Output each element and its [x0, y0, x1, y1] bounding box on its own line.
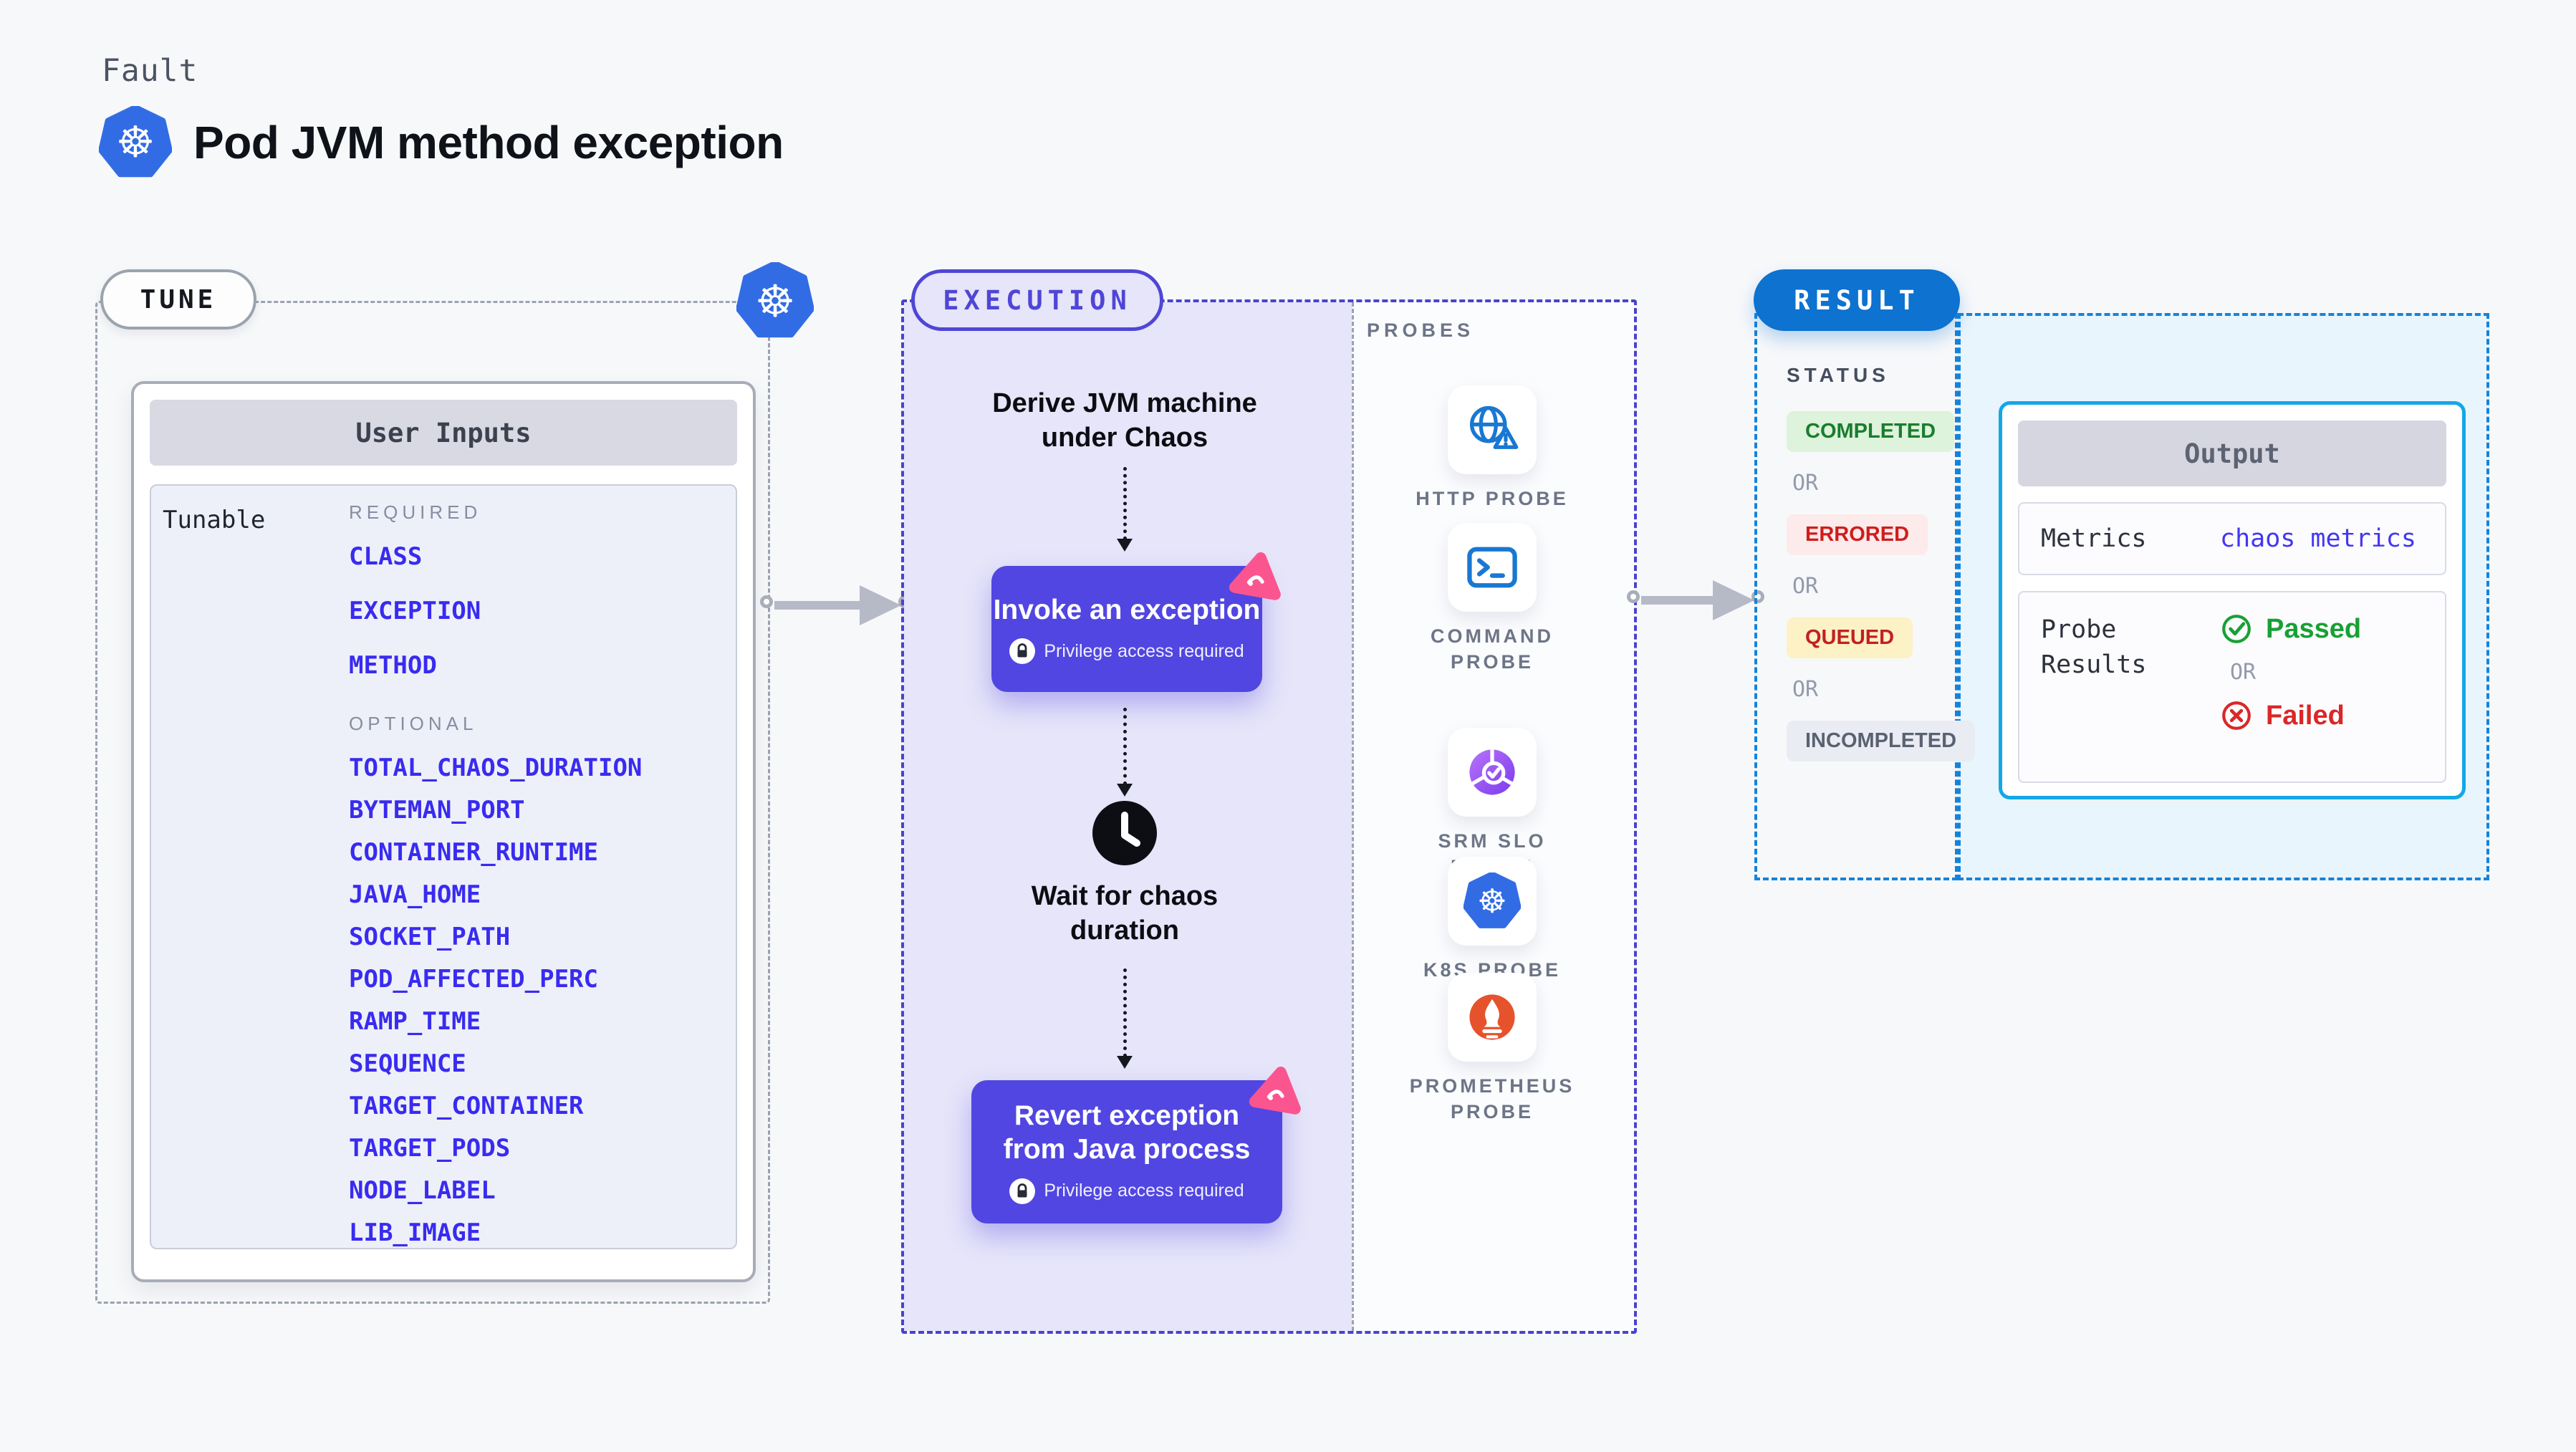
- status-badge-queued: QUEUED: [1787, 617, 1913, 658]
- failed-row: Failed: [2220, 699, 2345, 732]
- probe-entry-http: HTTP PROBE: [1406, 385, 1578, 511]
- probe-card: [1448, 728, 1537, 817]
- clock-icon: [1091, 799, 1158, 870]
- k8s-probe-icon: ☸: [1463, 871, 1522, 930]
- status-label: STATUS: [1787, 364, 1890, 386]
- tune-to-execution-arrow: [760, 573, 911, 638]
- probe-card: ☸: [1448, 857, 1537, 946]
- execution-pill: EXECUTION: [911, 269, 1163, 331]
- or-separator: OR: [1792, 677, 1819, 702]
- tunable-lib-image[interactable]: LIB_IMAGE: [349, 1218, 481, 1247]
- probe-results-label: Probe Results: [2041, 615, 2147, 679]
- passed-row: Passed: [2220, 612, 2361, 645]
- required-section-label: REQUIRED: [349, 501, 482, 523]
- probe-label: PROMETHEUS PROBE: [1409, 1075, 1575, 1123]
- tunables-list: REQUIRED CLASS EXCEPTION METHOD OPTIONAL…: [349, 501, 642, 1261]
- tunable-exception[interactable]: EXCEPTION: [349, 597, 481, 625]
- invoke-exception-step[interactable]: Invoke an exception Privilege access req…: [991, 566, 1262, 692]
- output-header: Output: [2018, 420, 2446, 486]
- probe-entry-command: COMMAND PROBE: [1406, 523, 1578, 675]
- status-badge-errored: ERRORED: [1787, 514, 1928, 555]
- chaos-litmus-icon: [1225, 546, 1289, 610]
- probe-card: [1448, 385, 1537, 474]
- probes-column-label: PROBES: [1367, 319, 1475, 341]
- revert-exception-step[interactable]: Revert exception from Java process Privi…: [971, 1080, 1282, 1223]
- or-separator: OR: [1792, 574, 1819, 599]
- prometheus-probe-icon: [1469, 994, 1515, 1040]
- probe-card: [1448, 523, 1537, 612]
- status-list: COMPLETED OR ERRORED OR QUEUED OR INCOMP…: [1787, 411, 1976, 761]
- metrics-row: Metrics chaos metrics: [2018, 502, 2446, 575]
- srm-slo-probe-icon: [1469, 749, 1515, 795]
- tunable-byteman-port[interactable]: BYTEMAN_PORT: [349, 796, 525, 824]
- passed-label: Passed: [2266, 613, 2362, 644]
- lock-icon: [1009, 638, 1036, 665]
- revert-exception-label: Revert exception from Java process: [1003, 1100, 1251, 1165]
- tunable-total-chaos-duration[interactable]: TOTAL_CHAOS_DURATION: [349, 754, 643, 782]
- page-title: Pod JVM method exception: [193, 117, 784, 168]
- wait-step-text: Wait for chaos duration: [1031, 881, 1219, 946]
- command-probe-icon: [1467, 547, 1517, 588]
- probe-entry-k8s: ☸ K8S PROBE: [1406, 857, 1578, 983]
- helm-wheel-icon: ☸: [755, 274, 795, 327]
- probe-card: [1448, 973, 1537, 1062]
- tunable-socket-path[interactable]: SOCKET_PATH: [349, 923, 511, 951]
- tunable-ramp-time[interactable]: RAMP_TIME: [349, 1007, 481, 1036]
- metrics-value[interactable]: chaos metrics: [2220, 524, 2416, 553]
- user-inputs-card: User Inputs Tunable REQUIRED CLASS EXCEP…: [131, 381, 756, 1282]
- tunable-target-container[interactable]: TARGET_CONTAINER: [349, 1092, 584, 1120]
- tunable-pod-affected-perc[interactable]: POD_AFFECTED_PERC: [349, 965, 598, 994]
- tunable-node-label[interactable]: NODE_LABEL: [349, 1176, 496, 1205]
- privilege-badge: Privilege access required: [1009, 1178, 1244, 1204]
- derive-step-text: Derive JVM machine under Chaos: [992, 388, 1257, 453]
- flow-arrow-down: [1116, 467, 1133, 552]
- tunable-container-runtime[interactable]: CONTAINER_RUNTIME: [349, 838, 598, 867]
- user-inputs-body: Tunable REQUIRED CLASS EXCEPTION METHOD …: [150, 484, 737, 1249]
- check-circle-icon: [2222, 615, 2251, 643]
- x-circle-icon: [2222, 701, 2251, 730]
- lock-icon: [1009, 1178, 1036, 1204]
- execution-to-result-arrow: [1627, 568, 1764, 633]
- helm-wheel-icon: ☸: [116, 117, 155, 168]
- tunable-java-home[interactable]: JAVA_HOME: [349, 880, 481, 909]
- kubernetes-icon: ☸: [98, 104, 173, 179]
- status-badge-incompleted: INCOMPLETED: [1787, 721, 1976, 761]
- privilege-badge: Privilege access required: [1009, 638, 1244, 665]
- flow-arrow-down: [1116, 708, 1133, 797]
- tunable-target-pods[interactable]: TARGET_PODS: [349, 1134, 511, 1163]
- privilege-text: Privilege access required: [1044, 640, 1244, 661]
- tunable-label: Tunable: [163, 506, 266, 534]
- output-card: Output Metrics chaos metrics Probe Resul…: [1999, 401, 2466, 799]
- tunable-method[interactable]: METHOD: [349, 651, 437, 680]
- result-pill: RESULT: [1754, 269, 1960, 331]
- metrics-label: Metrics: [2041, 524, 2147, 553]
- kubernetes-icon: ☸: [736, 260, 814, 340]
- user-inputs-header: User Inputs: [150, 400, 737, 466]
- probe-entry-srm-slo: SRM SLO PROBE: [1406, 728, 1578, 880]
- tune-pill: TUNE: [100, 269, 256, 330]
- status-badge-completed: COMPLETED: [1787, 411, 1955, 452]
- probe-results-values: Passed OR Failed: [2220, 612, 2361, 732]
- probe-label: COMMAND PROBE: [1431, 625, 1554, 673]
- or-separator: OR: [1792, 471, 1819, 496]
- probe-results-row: Probe Results Passed OR Failed: [2018, 591, 2446, 783]
- optional-section-label: OPTIONAL: [349, 713, 478, 734]
- helm-wheel-icon: ☸: [1477, 882, 1507, 920]
- title-row: ☸ Pod JVM method exception: [98, 104, 784, 179]
- failed-label: Failed: [2266, 700, 2345, 731]
- tune-section-box: [95, 301, 770, 1304]
- fault-kicker: Fault: [102, 53, 198, 89]
- tunable-class[interactable]: CLASS: [349, 542, 423, 571]
- tunable-sequence[interactable]: SEQUENCE: [349, 1049, 466, 1078]
- probe-label: HTTP PROBE: [1416, 488, 1569, 509]
- privilege-text: Privilege access required: [1044, 1181, 1244, 1201]
- flow-arrow-down: [1116, 968, 1133, 1069]
- chaos-litmus-icon: [1245, 1060, 1309, 1125]
- or-separator: OR: [2230, 660, 2257, 685]
- http-probe-icon: [1469, 405, 1519, 449]
- probe-entry-prometheus: PROMETHEUS PROBE: [1406, 973, 1578, 1125]
- invoke-exception-label: Invoke an exception: [993, 594, 1261, 625]
